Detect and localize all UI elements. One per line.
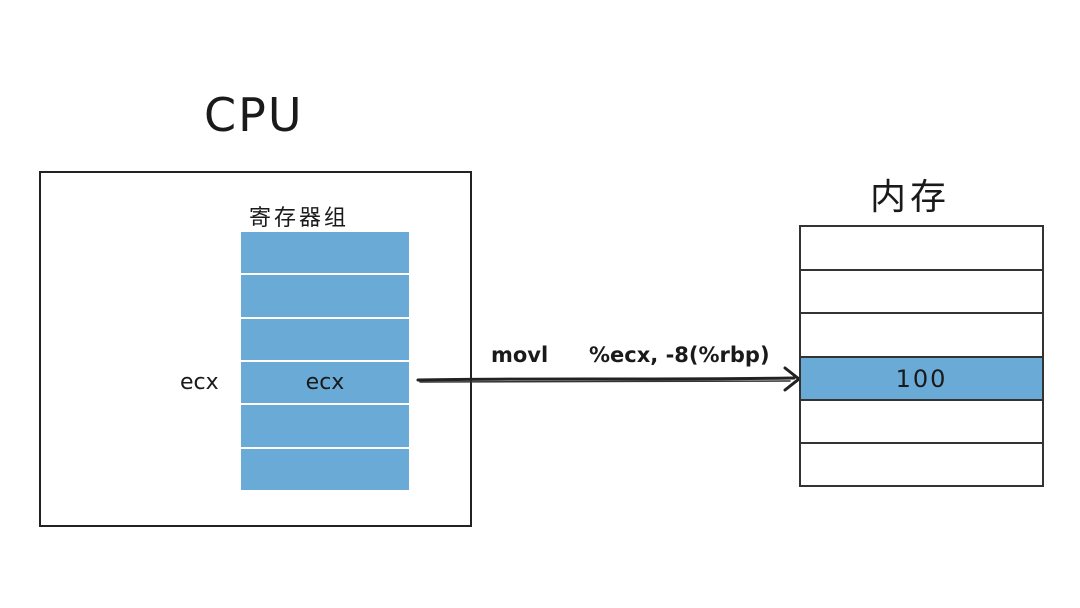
memory-cell xyxy=(801,401,1042,444)
memory-cell xyxy=(801,227,1042,271)
register-cell xyxy=(241,405,409,447)
memory-cell xyxy=(801,271,1042,314)
memory-cell xyxy=(801,314,1042,358)
memory-stack: 100 xyxy=(799,225,1044,487)
register-cell-ecx: ecx xyxy=(241,361,409,404)
register-cell xyxy=(241,275,409,317)
arrowhead xyxy=(783,366,801,392)
register-cell xyxy=(241,448,409,490)
register-side-label: ecx xyxy=(180,370,219,395)
register-cell xyxy=(241,318,409,360)
register-group-title: 寄存器组 xyxy=(249,206,350,231)
register-cell xyxy=(241,232,409,274)
memory-cell xyxy=(801,444,1042,485)
cpu-title: CPU xyxy=(204,88,304,142)
arrow-line-sketch xyxy=(419,380,791,383)
memory-cell-highlighted: 100 xyxy=(801,358,1042,401)
cpu-box xyxy=(39,171,472,527)
memory-title: 内存 xyxy=(870,177,951,218)
register-stack: ecx xyxy=(241,232,409,490)
instruction-operands: %ecx, -8(%rbp) xyxy=(589,343,770,367)
arrow-line xyxy=(416,376,796,382)
instruction-opcode: movl xyxy=(491,343,549,367)
